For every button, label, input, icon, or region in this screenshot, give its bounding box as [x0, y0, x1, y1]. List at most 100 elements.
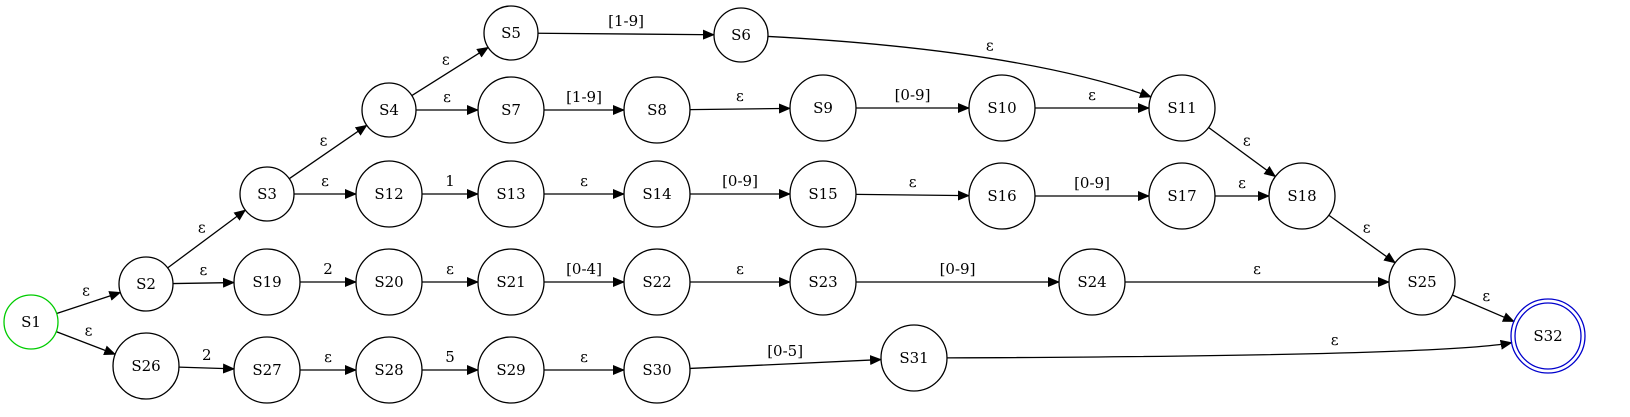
edge-label: [0-4]: [566, 260, 602, 278]
state-label: S26: [131, 357, 160, 375]
edge-label: ε: [580, 348, 588, 366]
edge-s25-s32: ε: [1452, 287, 1515, 323]
state-label: S7: [501, 101, 521, 119]
edge-s23-s24: [0-9]: [856, 260, 1060, 287]
edge-s3-s12: ε: [294, 172, 357, 199]
state-label: S13: [496, 185, 525, 203]
state-s12: S12: [355, 160, 423, 228]
edge-label: ε: [1331, 331, 1339, 349]
state-s15: S15: [789, 160, 857, 228]
state-label: S29: [496, 361, 525, 379]
edge-arrow: [288, 124, 368, 180]
state-circle: [713, 7, 769, 63]
edge-label: ε: [986, 36, 994, 54]
edge-s21-s22: [0-4]: [544, 260, 625, 287]
edge-s30-s31: [0-5]: [689, 342, 883, 370]
edge-s15-s16: ε: [855, 173, 971, 201]
state-circle: [477, 76, 545, 144]
state-s5: S5: [483, 5, 539, 61]
state-circle: [233, 248, 301, 316]
edge-label: ε: [1088, 86, 1096, 104]
edge-s2-s3: ε: [167, 209, 247, 269]
state-circle: [477, 160, 545, 228]
edge-label: ε: [1363, 218, 1371, 236]
state-s22: S22: [623, 248, 691, 316]
edge-label: ε: [1482, 287, 1490, 305]
edge-arrow: [56, 291, 122, 315]
state-label: S1: [21, 313, 41, 331]
edge-arrow: [537, 29, 716, 40]
state-s23: S23: [789, 248, 857, 316]
start-state-circle: [3, 294, 59, 350]
state-circle: [968, 74, 1036, 142]
edge-s6-s11: ε: [767, 35, 1152, 98]
edge-label: ε: [1243, 132, 1251, 150]
edge-s24-s25: ε: [1125, 260, 1390, 287]
edge-label: ε: [580, 172, 588, 190]
accept-state-outer-ring: [1510, 298, 1586, 374]
edge-label: [0-9]: [722, 172, 758, 190]
edge-s8-s9: ε: [689, 87, 792, 114]
edge-arrow: [689, 355, 883, 370]
state-label: S5: [501, 24, 521, 42]
state-circle: [623, 76, 691, 144]
edge-label: [0-9]: [895, 86, 931, 104]
state-circle: [355, 160, 423, 228]
state-circle: [789, 74, 857, 142]
state-s19: S19: [233, 248, 301, 316]
state-label: S30: [642, 361, 671, 379]
edge-s7-s8: [1-9]: [544, 88, 625, 115]
edge-label: ε: [321, 172, 329, 190]
edge-s31-s32: ε: [946, 331, 1513, 359]
edge-label: [0-9]: [940, 260, 976, 278]
state-s13: S13: [477, 160, 545, 228]
state-label: S27: [252, 361, 281, 379]
state-s10: S10: [968, 74, 1036, 142]
edge-label: ε: [324, 348, 332, 366]
edge-s27-s28: ε: [300, 348, 357, 375]
state-label: S4: [379, 101, 399, 119]
state-label: S12: [374, 185, 403, 203]
state-circle: [355, 248, 423, 316]
edge-arrow: [855, 190, 971, 201]
edge-label: 2: [202, 346, 212, 364]
state-s2: S2: [118, 256, 174, 312]
state-circle: [789, 248, 857, 316]
state-s24: S24: [1058, 248, 1126, 316]
edge-label: ε: [199, 261, 207, 279]
edge-s2-s19: ε: [172, 261, 236, 288]
edge-s28-s29: 5: [422, 348, 479, 375]
state-s3: S3: [239, 166, 295, 222]
state-s30: S30: [623, 336, 691, 404]
edge-arrow: [172, 277, 236, 288]
state-s7: S7: [477, 76, 545, 144]
state-circle: [361, 82, 417, 138]
state-label: S9: [813, 99, 833, 117]
state-s17: S17: [1148, 162, 1216, 230]
edge-label: ε: [446, 260, 454, 278]
edge-arrow: [167, 209, 247, 269]
accept-state-circle: [1514, 302, 1582, 370]
edge-s1-s26: ε: [55, 321, 117, 355]
edge-label: ε: [198, 219, 206, 237]
edge-label: [1-9]: [566, 88, 602, 106]
edge-s29-s30: ε: [544, 348, 625, 375]
state-label: S14: [642, 185, 671, 203]
edge-arrow: [689, 103, 792, 114]
edge-s22-s23: ε: [690, 260, 791, 287]
state-label: S28: [374, 361, 403, 379]
state-circle: [118, 256, 174, 312]
edge-s19-s20: 2: [300, 260, 357, 287]
edge-label: ε: [909, 173, 917, 191]
edge-arrow: [767, 35, 1152, 98]
state-label: S25: [1407, 273, 1436, 291]
edge-label: ε: [1238, 174, 1246, 192]
state-circle: [477, 248, 545, 316]
edge-s1-s2: ε: [56, 281, 122, 315]
state-s20: S20: [355, 248, 423, 316]
edge-arrow: [55, 331, 117, 355]
edge-label: [1-9]: [608, 12, 644, 30]
